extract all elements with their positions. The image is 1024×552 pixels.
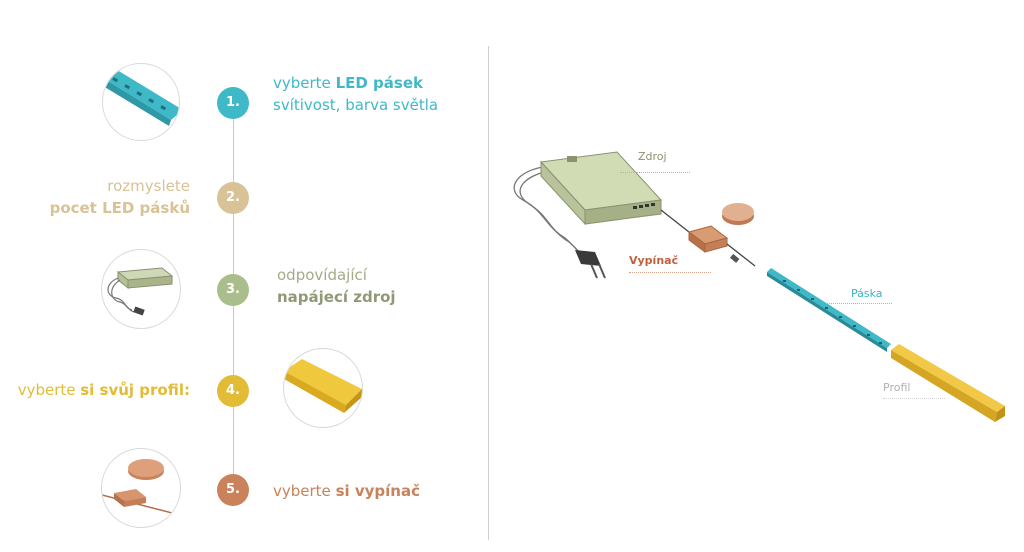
vertical-divider xyxy=(488,46,489,540)
step-2-text: rozmyslete pocet LED pásků xyxy=(50,175,190,219)
dots-zdroj xyxy=(620,172,690,173)
power-supply-icon xyxy=(107,267,174,316)
power-supply-illustration xyxy=(101,249,181,329)
step-5-prefix: vyberte xyxy=(273,482,336,500)
led-strip-icon xyxy=(103,70,179,126)
step-4-prefix: vyberte xyxy=(17,381,81,399)
power-cable xyxy=(513,165,584,257)
switch-button xyxy=(722,203,754,225)
profile-icon xyxy=(284,359,362,413)
assembly-diagram xyxy=(513,151,1005,422)
step-2-number: 2. xyxy=(217,182,249,214)
step-1-subtitle: svítivost, barva světla xyxy=(273,96,439,114)
dots-vypinac xyxy=(629,272,711,273)
label-vypinac: Vypínač xyxy=(629,254,679,267)
step-1-number: 1. xyxy=(217,87,249,119)
step-1-text: vyberte LED pásek svítivost, barva světl… xyxy=(273,72,438,116)
label-profil: Profil xyxy=(883,381,911,394)
switch-icon xyxy=(102,459,180,516)
step-5-text: vyberte si vypínač xyxy=(273,480,420,502)
label-zdroj: Zdroj xyxy=(638,150,667,163)
step-4-bold: si svůj profil: xyxy=(80,381,190,399)
step-1-bold: LED pásek xyxy=(335,74,423,92)
step-5-number: 5. xyxy=(217,474,249,506)
step-1-prefix: vyberte xyxy=(273,74,336,92)
switch-illustration xyxy=(101,448,181,528)
step-2-bold: pocet LED pásků xyxy=(49,199,190,217)
plug xyxy=(575,250,606,279)
step-5-bold: si vypínač xyxy=(335,482,420,500)
switch-module xyxy=(687,225,729,253)
led-strip-illustration xyxy=(102,63,180,141)
power-supply-box xyxy=(539,151,663,226)
step-3-number: 3. xyxy=(217,274,249,306)
step-4-number: 4. xyxy=(217,375,249,407)
profile-illustration xyxy=(283,348,363,428)
step-3-bold: napájecí zdroj xyxy=(277,288,396,306)
step-3-text: odpovídající napájecí zdroj xyxy=(277,264,396,308)
step-2-line1: rozmyslete xyxy=(107,177,190,195)
led-strip xyxy=(767,268,891,352)
step-3-line1: odpovídající xyxy=(277,266,367,284)
step-4-text: vyberte si svůj profil: xyxy=(18,379,190,401)
dots-profil xyxy=(883,398,945,399)
label-paska: Páska xyxy=(851,287,883,300)
aluminium-profile xyxy=(891,344,1005,422)
dots-paska xyxy=(826,303,892,304)
